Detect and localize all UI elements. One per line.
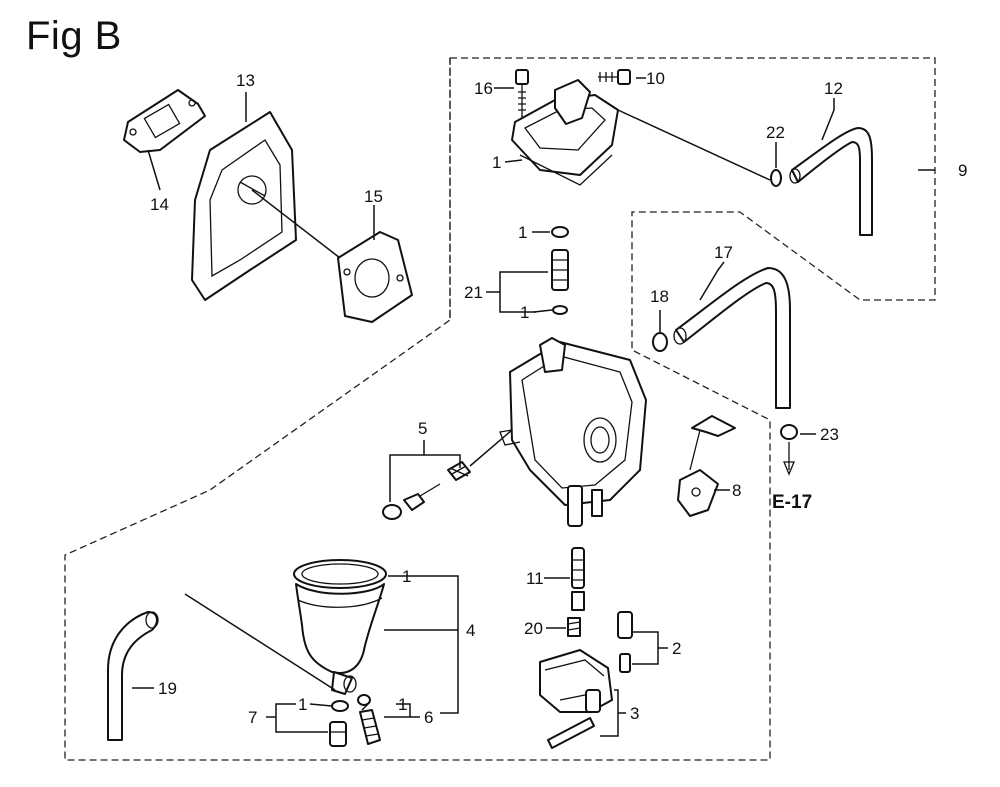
carburetor-body — [499, 337, 647, 527]
part-8-lever — [677, 415, 736, 517]
part-22-clip — [770, 169, 782, 187]
part-14-gasket — [123, 89, 206, 153]
callout-19: 19 — [158, 679, 177, 698]
callout-15: 15 — [364, 187, 383, 206]
callout-21: 21 — [464, 283, 483, 302]
callout-1-cover: 1 — [492, 153, 501, 172]
callout-numbers: 16 10 12 22 9 1 13 14 15 1 21 1 17 18 23… — [150, 69, 967, 727]
callout-23: 23 — [820, 425, 839, 444]
part-21-jet — [551, 249, 569, 291]
part-1-washer-bowl — [331, 700, 349, 712]
callout-14: 14 — [150, 195, 169, 214]
boundary-main — [64, 57, 936, 761]
leader-13-15 — [251, 189, 341, 259]
part-23-clip — [780, 424, 798, 476]
callout-11: 11 — [526, 569, 544, 588]
part-3-float — [539, 649, 613, 749]
part-13-insulator — [191, 111, 297, 301]
reference-e17: E-17 — [772, 492, 812, 513]
callout-22: 22 — [766, 123, 785, 142]
part-7-drain-bolt — [329, 721, 347, 747]
part-10-screw — [598, 69, 631, 85]
leader-5-body — [469, 429, 513, 467]
part-1-cover — [511, 79, 619, 186]
part-5-pilot-screw — [382, 461, 471, 520]
part-19-tube — [107, 611, 159, 741]
callout-5: 5 — [418, 419, 427, 438]
callout-4: 4 — [466, 621, 475, 640]
part-12-tube — [789, 127, 873, 236]
callout-1-bowl-ring: 1 — [402, 567, 411, 586]
part-15-gasket — [337, 231, 413, 323]
part-4-float-bowl — [293, 559, 387, 695]
callout-1-drain-washer: 1 — [398, 695, 407, 714]
part-1-washer-top — [551, 226, 569, 238]
callout-13: 13 — [236, 71, 255, 90]
part-18-clip — [652, 332, 668, 352]
callout-2: 2 — [672, 639, 681, 658]
part-20-spring — [567, 617, 581, 637]
callout-9: 9 — [958, 161, 967, 180]
part-16-screw — [515, 69, 529, 118]
callout-1-washer-top: 1 — [518, 223, 527, 242]
leader-cover-22 — [617, 109, 771, 181]
callout-7: 7 — [248, 708, 257, 727]
callout-17: 17 — [714, 243, 733, 262]
callout-16: 16 — [474, 79, 493, 98]
callout-3: 3 — [630, 704, 639, 723]
part-2-jets — [617, 611, 633, 673]
part-11-needle — [571, 547, 585, 611]
callout-10: 10 — [646, 69, 665, 88]
callout-18: 18 — [650, 287, 669, 306]
callout-leaders — [132, 77, 935, 737]
figure-title: Fig B — [26, 14, 122, 58]
part-1-washer-bottom — [552, 305, 568, 315]
callout-6: 6 — [424, 708, 433, 727]
part-6-drain-screw — [357, 694, 381, 745]
callout-8: 8 — [732, 481, 741, 500]
callout-12: 12 — [824, 79, 843, 98]
callout-1-bowl-washer: 1 — [298, 695, 307, 714]
group-boundaries — [64, 57, 936, 761]
callout-1-washer-bottom: 1 — [520, 303, 529, 322]
callout-20: 20 — [524, 619, 543, 638]
leader-19-bowl — [184, 593, 336, 691]
part-17-tube — [673, 267, 791, 409]
